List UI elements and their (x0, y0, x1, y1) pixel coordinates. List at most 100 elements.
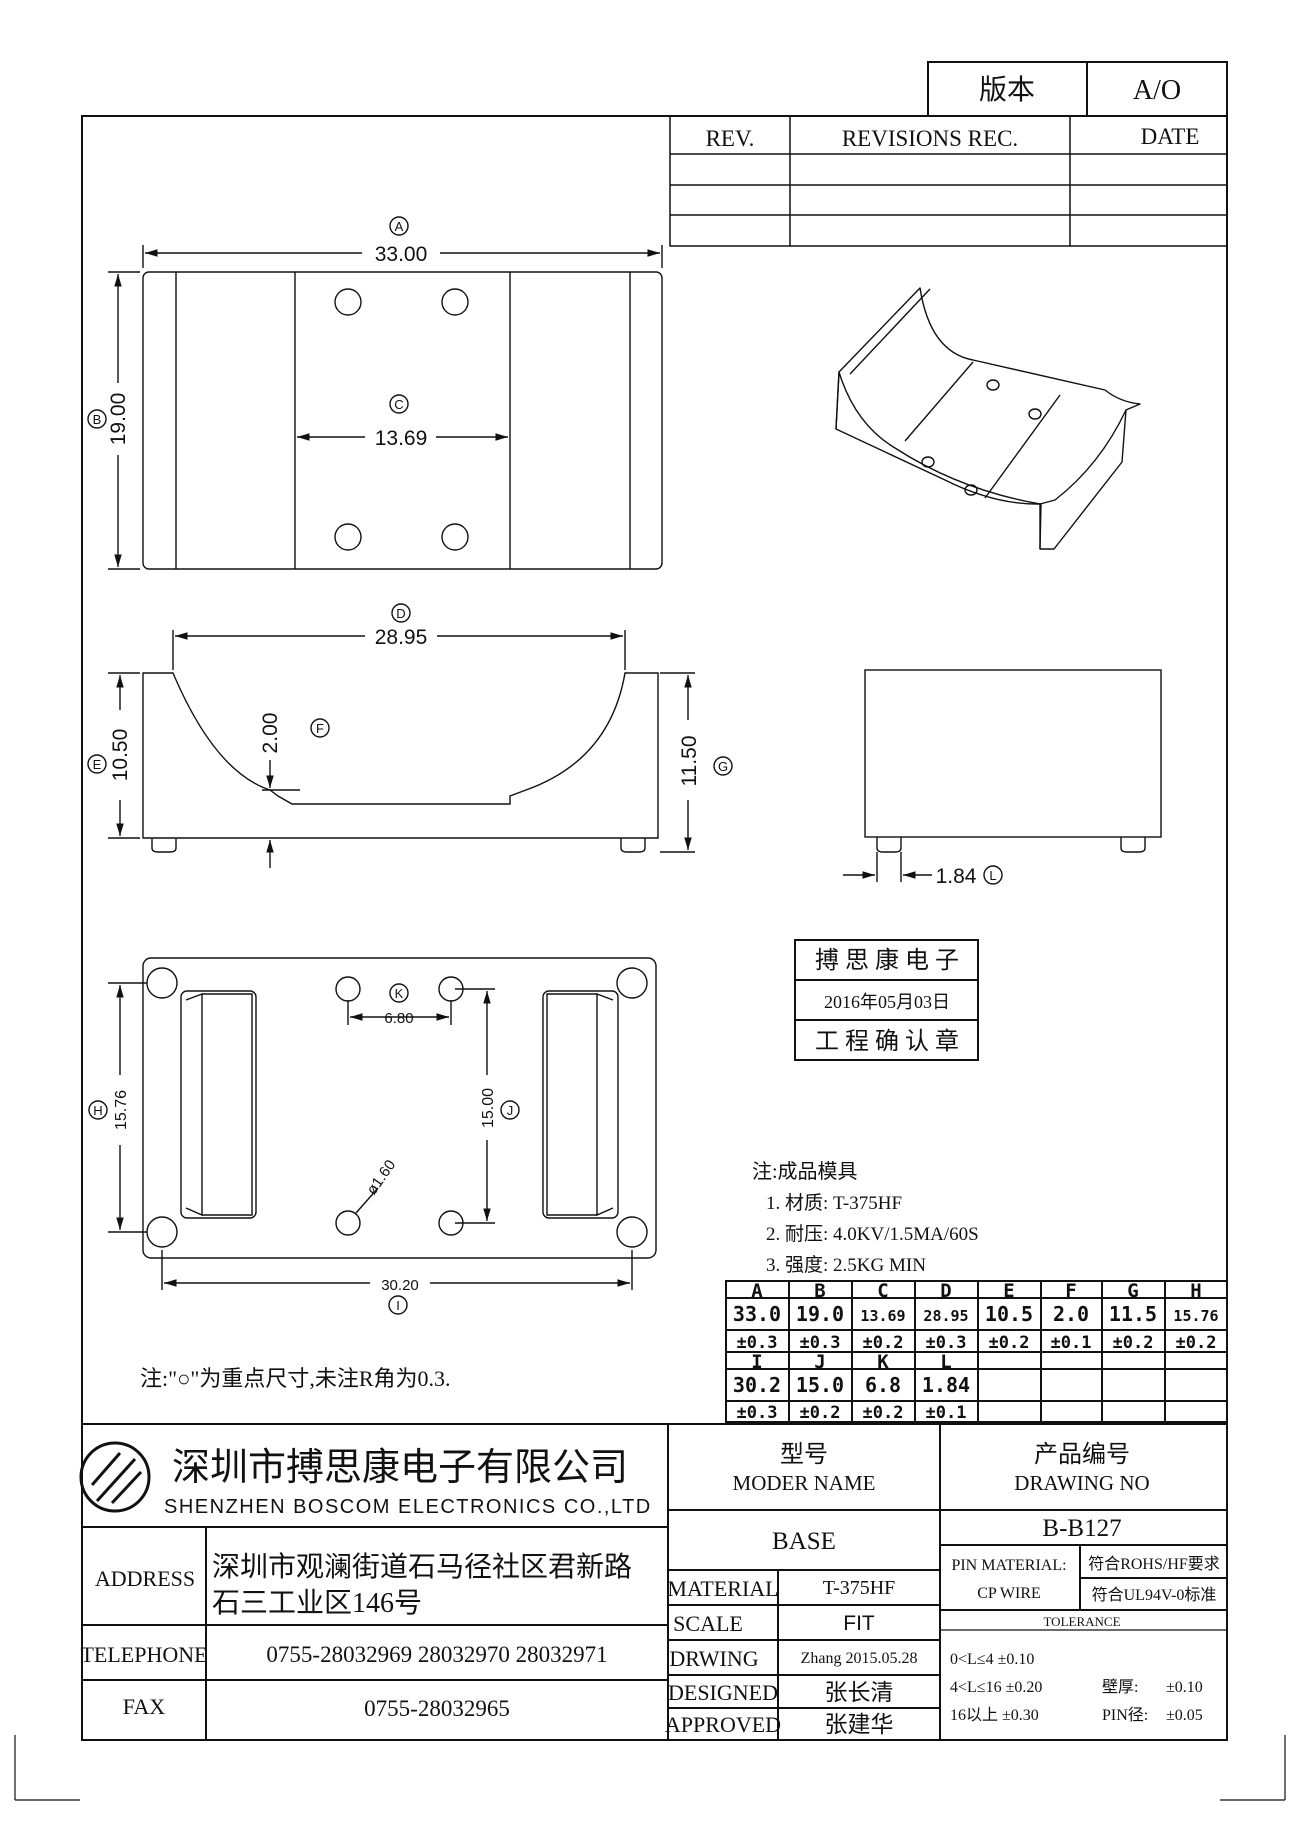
dim-a-letter: A (395, 219, 404, 234)
drawing-no-en: DRAWING NO (1014, 1471, 1149, 1495)
rohs-note: 符合ROHS/HF要求 (1088, 1555, 1220, 1573)
version-value: A/O (1133, 75, 1181, 106)
model-value: BASE (772, 1528, 836, 1555)
model-name-cn: 型号 (780, 1441, 828, 1468)
table-cell: C (877, 1280, 888, 1302)
pin-dia-tol-value: ±0.05 (1166, 1707, 1203, 1724)
drawing-no-cn: 产品编号 (1034, 1441, 1130, 1468)
table-cell: 13.69 (860, 1307, 905, 1325)
scale-value: FIT (843, 1612, 875, 1635)
table-cell: 15.0 (796, 1373, 844, 1397)
version-label: 版本 (979, 74, 1035, 106)
pin-dia-value: ø1.60 (363, 1157, 399, 1198)
table-cell: G (1127, 1280, 1138, 1302)
table-cell: ±0.2 (863, 1403, 904, 1423)
date-header: DATE (1141, 124, 1200, 149)
pin-hole (441, 288, 469, 316)
table-cell: 1.84 (922, 1373, 970, 1397)
material-label: MATERIAL (667, 1576, 778, 1601)
key-dims-note: 注:"○"为重点尺寸,未注R角为0.3. (140, 1366, 451, 1391)
stamp-label: 工 程 确 认 章 (815, 1028, 959, 1055)
dim-b-value: 19.00 (107, 393, 130, 446)
note-item: 3. 强度: 2.5KG MIN (766, 1254, 926, 1276)
revisions-header: REVISIONS REC. (842, 126, 1018, 151)
note-item: 2. 耐压: 4.0KV/1.5MA/60S (766, 1223, 979, 1245)
dim-j-letter: J (507, 1103, 514, 1118)
table-cell: 28.95 (923, 1307, 968, 1325)
tolerance-label: TOLERANCE (1043, 1614, 1120, 1629)
address-line1: 深圳市观澜街道石马径社区君新路 (212, 1551, 632, 1583)
dim-circle-a (389, 216, 409, 236)
approved-by: 张建华 (825, 1712, 894, 1737)
pin (616, 967, 648, 999)
table-cell: ±0.3 (800, 1333, 841, 1353)
address-label: ADDRESS (95, 1566, 195, 1591)
table-cell: 6.8 (865, 1373, 901, 1397)
table-cell: 33.0 (733, 1302, 781, 1326)
dim-d-value: 28.95 (375, 626, 428, 649)
table-cell: J (814, 1351, 825, 1373)
dim-circle-g (713, 756, 733, 776)
table-cell: 11.5 (1109, 1302, 1157, 1326)
version-box: 版本 A/O (927, 61, 1228, 117)
drawing-by: Zhang 2015.05.28 (801, 1650, 918, 1667)
drwing-label: DRWING (669, 1646, 758, 1671)
sheet-border (81, 115, 1228, 1741)
dim-table-row2: I J K L 30.2 15.0 6.8 1.84 ±0.3 ±0.2 ±0.… (733, 1351, 970, 1423)
pin-material-label: PIN MATERIAL: (951, 1557, 1066, 1574)
wall-label: 壁厚: (1102, 1677, 1138, 1696)
stamp-company: 搏 思 康 电 子 (815, 947, 959, 974)
company-name-cn: 深圳市搏思康电子有限公司 (172, 1447, 628, 1489)
title-block (82, 1423, 1227, 1740)
table-cell: ±0.2 (800, 1403, 841, 1423)
table-cell: ±0.3 (737, 1333, 778, 1353)
pin (146, 967, 178, 999)
dim-circle-h (88, 1100, 108, 1120)
front-view (87, 603, 659, 868)
approved-label: APPROVED (665, 1712, 781, 1737)
dim-circle-l (983, 865, 1003, 885)
dim-circle-f (310, 718, 330, 738)
dim-g-value: 11.50 (678, 736, 701, 787)
table-cell: 19.0 (796, 1302, 844, 1326)
fax-value: 0755-28032965 (364, 1696, 510, 1721)
dim-f-value: 2.00 (259, 713, 282, 754)
dim-g-letter: G (718, 759, 728, 774)
table-cell: K (877, 1351, 889, 1373)
dim-circle-b (87, 409, 107, 429)
table-cell: E (1003, 1280, 1014, 1302)
dim-l-letter: L (989, 868, 996, 883)
table-cell: 15.76 (1173, 1307, 1218, 1325)
tolerance-row: 4<L≤16 ±0.20 (950, 1679, 1042, 1696)
designed-by: 张长清 (825, 1680, 894, 1705)
tolerance-row: 16以上 ±0.30 (950, 1706, 1039, 1724)
bottom-view (88, 957, 657, 1315)
company-name-en: SHENZHEN BOSCOM ELECTRONICS CO.,LTD (164, 1496, 652, 1518)
dim-c-letter: C (394, 397, 403, 412)
dim-h-value: 15.76 (113, 1090, 130, 1130)
designed-label: DESIGNED (668, 1680, 778, 1705)
dim-j-value: 15.00 (480, 1088, 497, 1128)
pin (146, 1216, 178, 1248)
table-cell: ±0.3 (737, 1403, 778, 1423)
note-item: 1. 材质: T-375HF (766, 1192, 902, 1214)
dim-circle-c (389, 394, 409, 414)
dim-circle-e (87, 754, 107, 774)
table-cell: ±0.1 (926, 1403, 967, 1423)
table-cell: L (940, 1351, 951, 1373)
dim-table-row1: A B C D E F G H 33.0 19.0 13.69 28.95 10… (733, 1280, 1219, 1353)
notes-title: 注:成品模具 (752, 1160, 858, 1183)
dim-d-letter: D (396, 606, 405, 621)
company-logo (79, 1441, 151, 1513)
table-cell: 2.0 (1053, 1302, 1089, 1326)
dimension-table (725, 1280, 1228, 1423)
material-value: T-375HF (823, 1577, 896, 1599)
table-cell: A (751, 1280, 763, 1302)
dim-e-value: 10.50 (109, 729, 132, 782)
pin-hole (335, 976, 361, 1002)
rev-header: REV. (706, 126, 755, 151)
top-view (87, 216, 663, 570)
dim-k-letter: K (395, 986, 404, 1001)
table-cell: ±0.3 (926, 1333, 967, 1353)
